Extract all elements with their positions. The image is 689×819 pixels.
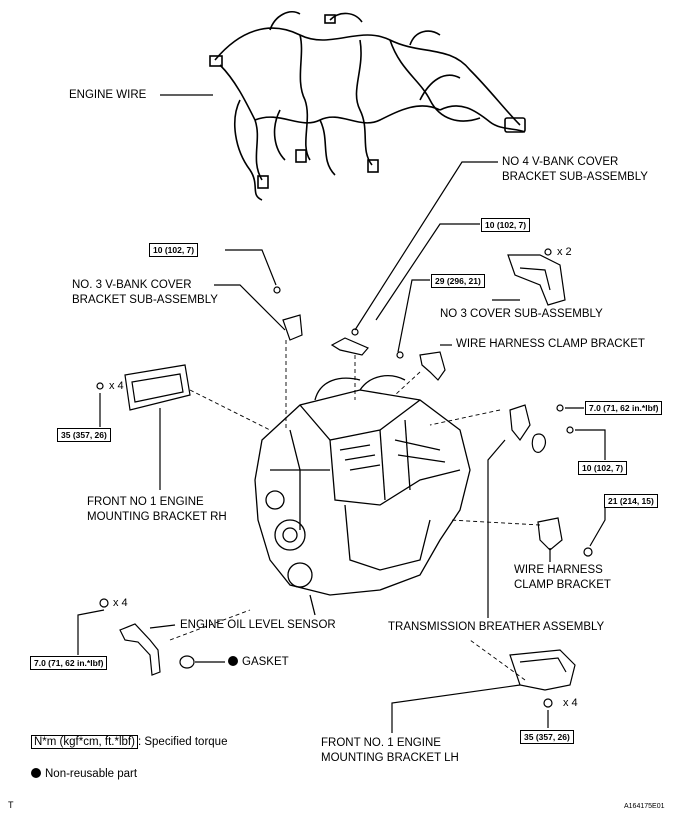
torque-box-t4: 7.0 (71, 62 in.*lbf) xyxy=(585,401,663,415)
torque-box-t8: 7.0 (71, 62 in.*lbf) xyxy=(30,656,108,670)
torque-t7-leader xyxy=(589,506,606,547)
label-no3-cover: NO 3 COVER SUB-ASSEMBLY xyxy=(440,308,603,320)
torque-box-t6: 10 (102, 7) xyxy=(578,461,628,475)
torque-t8-leader xyxy=(77,609,105,655)
gasket-drawing xyxy=(179,655,195,669)
legend-specified-torque: N*m (kgf*cm, ft.*lbf): Specified torque xyxy=(31,735,227,749)
oil-level-sensor-drawing xyxy=(99,598,161,676)
wire-clamp-bracket-2-drawing xyxy=(537,517,593,557)
torque-box-t1: 10 (102, 7) xyxy=(149,243,199,257)
torque-box-t7: 21 (214, 15) xyxy=(604,494,658,508)
qty-front-rh-bolts: x 4 xyxy=(109,380,124,392)
legend-non-reusable: Non-reusable part xyxy=(31,767,137,781)
label-no4-vbank-line1: NO 4 V-BANK COVER xyxy=(502,156,619,168)
torque-t1-leader xyxy=(225,249,277,286)
torque-box-t5: 35 (357, 26) xyxy=(57,428,111,442)
legend-non-reusable-text: Non-reusable part xyxy=(45,768,138,780)
no4-vbank-bracket-drawing xyxy=(330,328,369,356)
label-wire-harness-clamp-2-line2: CLAMP BRACKET xyxy=(514,579,611,591)
transmission-breather-drawing xyxy=(509,404,574,453)
torque-t6-leader xyxy=(575,429,606,460)
legend-dot-icon xyxy=(31,768,41,778)
torque-t3-leader xyxy=(397,279,430,353)
figure-code: A164175E01 xyxy=(624,803,665,810)
no3-cover-drawing xyxy=(507,248,566,306)
footer-left-mark: T xyxy=(8,800,14,810)
label-no4-vbank-line2: BRACKET SUB-ASSEMBLY xyxy=(502,171,648,183)
projection-lines xyxy=(169,340,541,681)
non-reusable-dot-icon xyxy=(228,656,238,666)
no3-vbank-leader xyxy=(214,284,286,331)
torque-box-t2: 10 (102, 7) xyxy=(481,218,531,232)
qty-oil-sensor-bolts: x 4 xyxy=(113,597,128,609)
label-no3-vbank-line2: BRACKET SUB-ASSEMBLY xyxy=(72,294,218,306)
label-wire-harness-clamp-2-line1: WIRE HARNESS xyxy=(514,564,603,576)
no3-vbank-bracket-drawing xyxy=(282,314,303,341)
gasket-text: GASKET xyxy=(242,656,289,668)
wire-clamp-bracket-1-drawing xyxy=(419,351,446,381)
engine-block-drawing xyxy=(254,375,471,616)
engine-wire-harness-drawing xyxy=(209,11,526,201)
qty-no3-cover-bolts: x 2 xyxy=(557,246,572,258)
no4-vbank-leader xyxy=(354,161,498,331)
oil-sensor-leader xyxy=(149,624,176,629)
legend-unit-box: N*m (kgf*cm, ft.*lbf) xyxy=(31,735,138,749)
label-gasket: GASKET xyxy=(228,655,289,669)
label-wire-harness-clamp-1: WIRE HARNESS CLAMP BRACKET xyxy=(456,338,645,350)
transmission-leader xyxy=(487,439,506,618)
label-front-lh-line1: FRONT NO. 1 ENGINE xyxy=(321,737,441,749)
torque-t2-leader xyxy=(375,223,480,321)
front-lh-leader xyxy=(391,684,521,733)
label-front-rh-line1: FRONT NO 1 ENGINE xyxy=(87,496,204,508)
label-front-lh-line2: MOUNTING BRACKET LH xyxy=(321,752,459,764)
torque-box-t3: 29 (296, 21) xyxy=(431,274,485,288)
label-engine-wire: ENGINE WIRE xyxy=(69,89,147,101)
label-transmission-breather: TRANSMISSION BREATHER ASSEMBLY xyxy=(388,621,605,633)
front-rh-bracket-drawing xyxy=(96,364,191,411)
label-engine-oil-level-sensor: ENGINE OIL LEVEL SENSOR xyxy=(180,619,336,631)
label-front-rh-line2: MOUNTING BRACKET RH xyxy=(87,511,227,523)
legend-unit-desc: : Specified torque xyxy=(137,736,228,748)
qty-front-lh-bolts: x 4 xyxy=(563,697,578,709)
torque-box-t9: 35 (357, 26) xyxy=(520,730,574,744)
label-no3-vbank-line1: NO. 3 V-BANK COVER xyxy=(72,279,192,291)
